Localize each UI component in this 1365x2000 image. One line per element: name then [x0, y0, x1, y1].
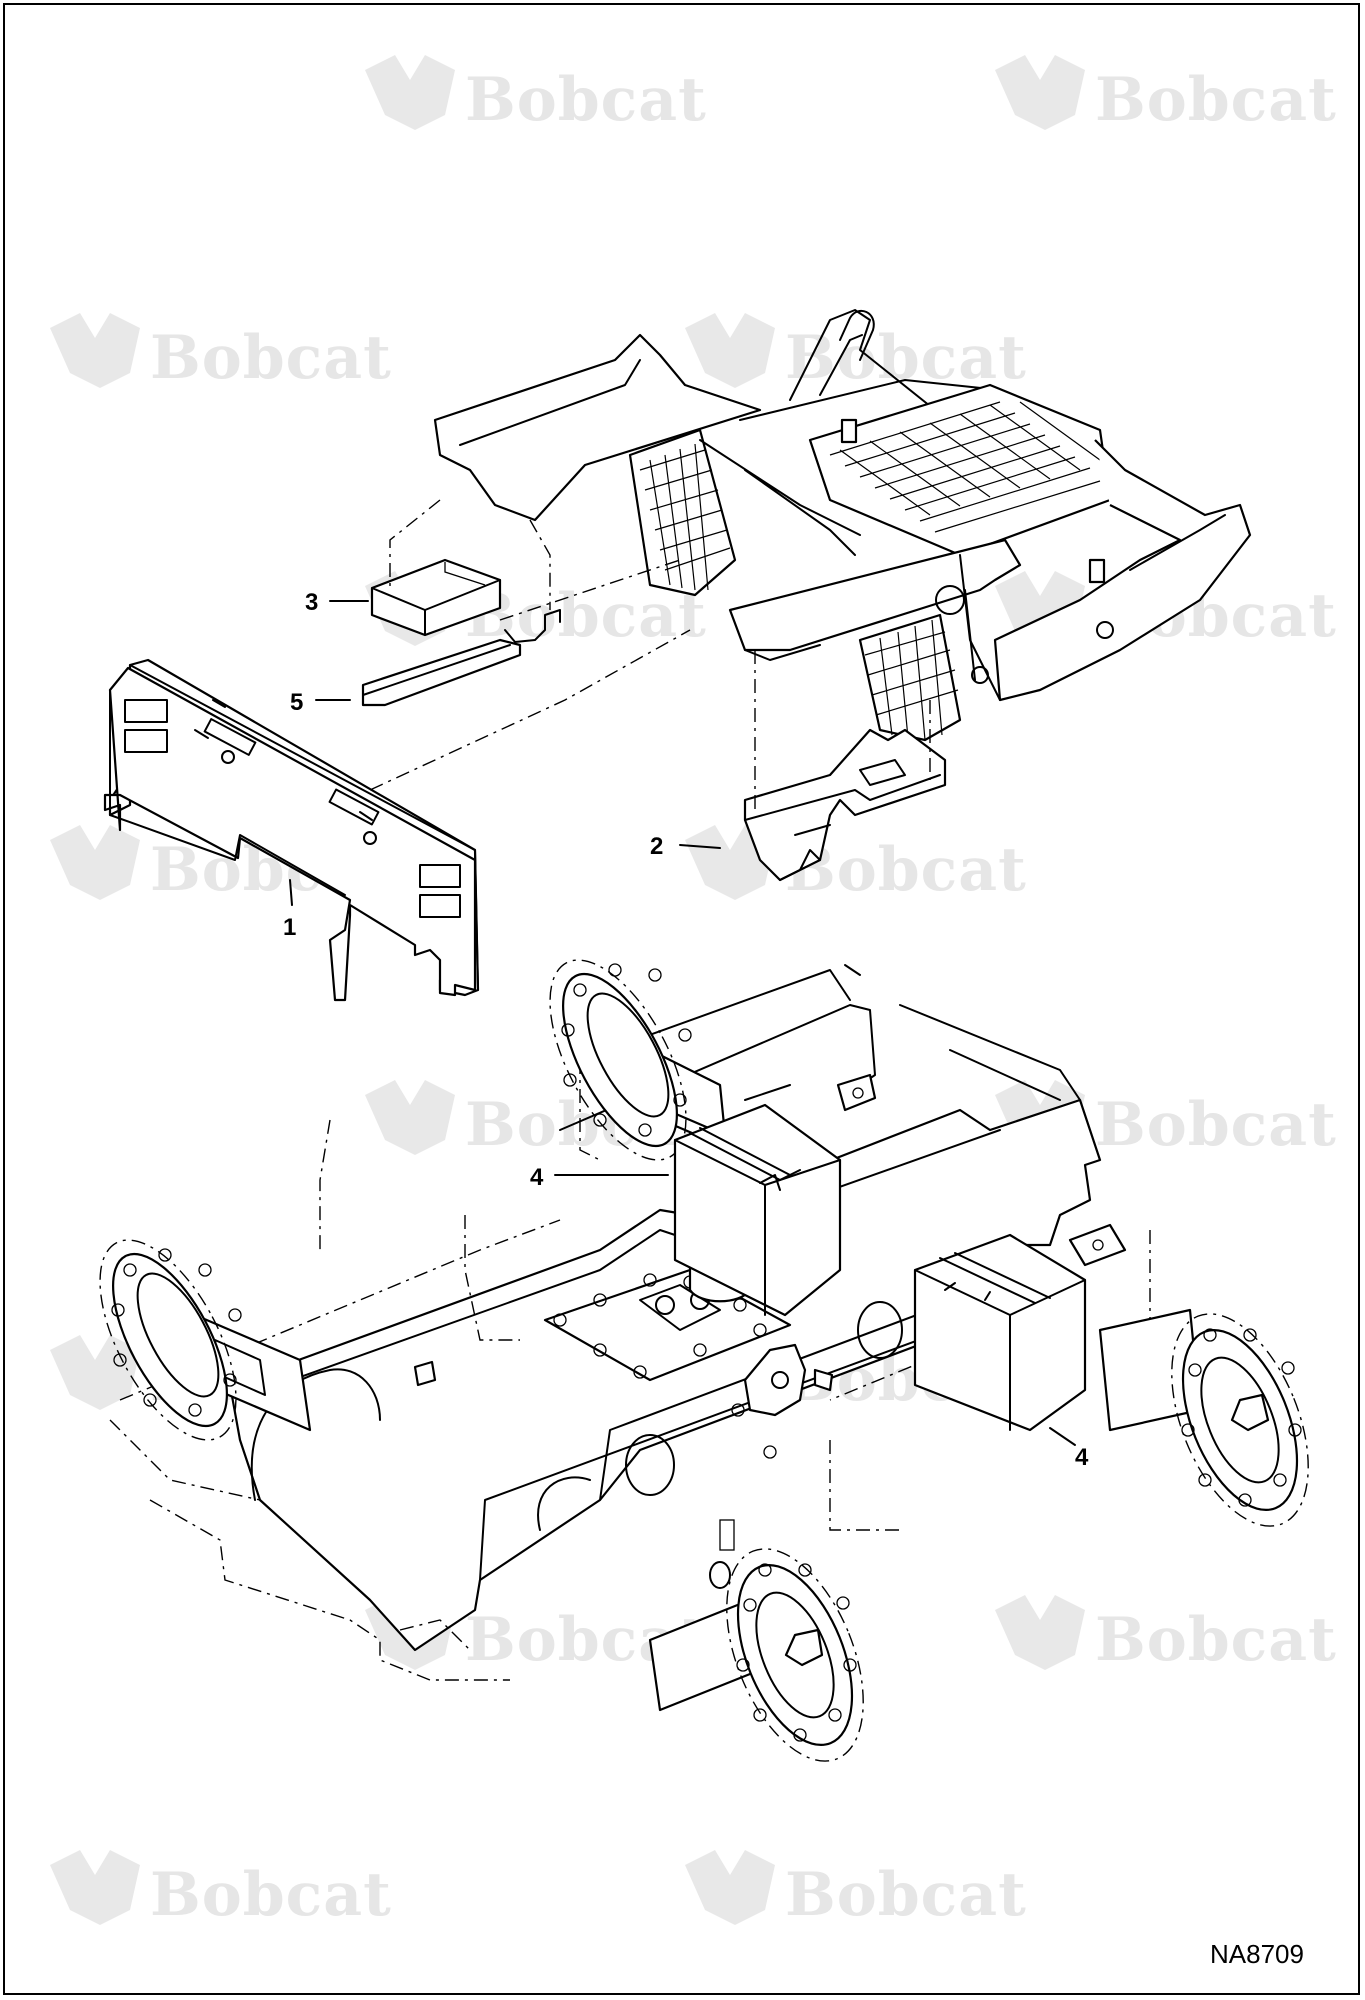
watermark: Bobcat	[995, 1595, 1337, 1675]
part-4-weight-upper	[673, 1103, 842, 1317]
callout-3: 3	[305, 589, 369, 616]
watermark: Bobcat	[685, 825, 1027, 905]
svg-text:Bobcat: Bobcat	[1095, 65, 1337, 135]
part-3-block	[370, 558, 502, 637]
callout-1: 1	[283, 879, 296, 941]
watermark: Bobcat	[50, 1850, 392, 1930]
watermark: Bobcat	[365, 55, 707, 135]
part-2-bracket	[743, 728, 947, 882]
callout-3-label: 3	[305, 589, 318, 616]
svg-text:Bobcat: Bobcat	[1095, 1605, 1337, 1675]
callout-5-label: 5	[290, 689, 303, 716]
svg-text:Bobcat: Bobcat	[785, 835, 1027, 905]
callout-4a-label: 4	[530, 1164, 544, 1191]
callout-5: 5	[290, 689, 351, 716]
svg-text:Bobcat: Bobcat	[465, 65, 707, 135]
svg-text:Bobcat: Bobcat	[785, 323, 1027, 393]
callout-2-label: 2	[650, 833, 663, 860]
svg-text:Bobcat: Bobcat	[785, 1860, 1027, 1930]
axle-hub-right-rear	[1098, 1308, 1309, 1527]
axle-hub-right-front	[648, 1548, 864, 1762]
callout-2: 2	[650, 833, 721, 860]
callout-4b-label: 4	[1075, 1444, 1089, 1471]
svg-text:Bobcat: Bobcat	[465, 581, 707, 651]
part-5-pad	[361, 609, 561, 707]
drawing-frame	[3, 3, 1360, 1995]
assembly-leader-lines-upper	[369, 499, 931, 810]
callout-1-label: 1	[283, 914, 296, 941]
callout-4-lower: 4	[1049, 1427, 1089, 1471]
svg-text:Bobcat: Bobcat	[1095, 1090, 1337, 1160]
svg-text:Bobcat: Bobcat	[150, 1860, 392, 1930]
bobcat-watermarks: Bobcat Bobcat Bobcat Bobcat Bobcat Bobca…	[50, 55, 1337, 1930]
callout-4-upper: 4	[530, 1164, 669, 1191]
part-1-counterweight	[103, 658, 480, 1002]
part-4-weight-lower	[913, 1233, 1087, 1432]
upper-frame-assembly	[433, 309, 1252, 742]
axle-hub-left-front	[99, 1239, 312, 1441]
svg-text:Bobcat: Bobcat	[150, 323, 392, 393]
perforation-pattern	[829, 401, 1101, 533]
watermark: Bobcat	[50, 313, 392, 393]
watermark: Bobcat	[685, 313, 1027, 393]
watermark: Bobcat	[995, 55, 1337, 135]
drawing-number: NA8709	[1210, 1939, 1304, 1969]
watermark: Bobcat	[685, 1850, 1027, 1930]
